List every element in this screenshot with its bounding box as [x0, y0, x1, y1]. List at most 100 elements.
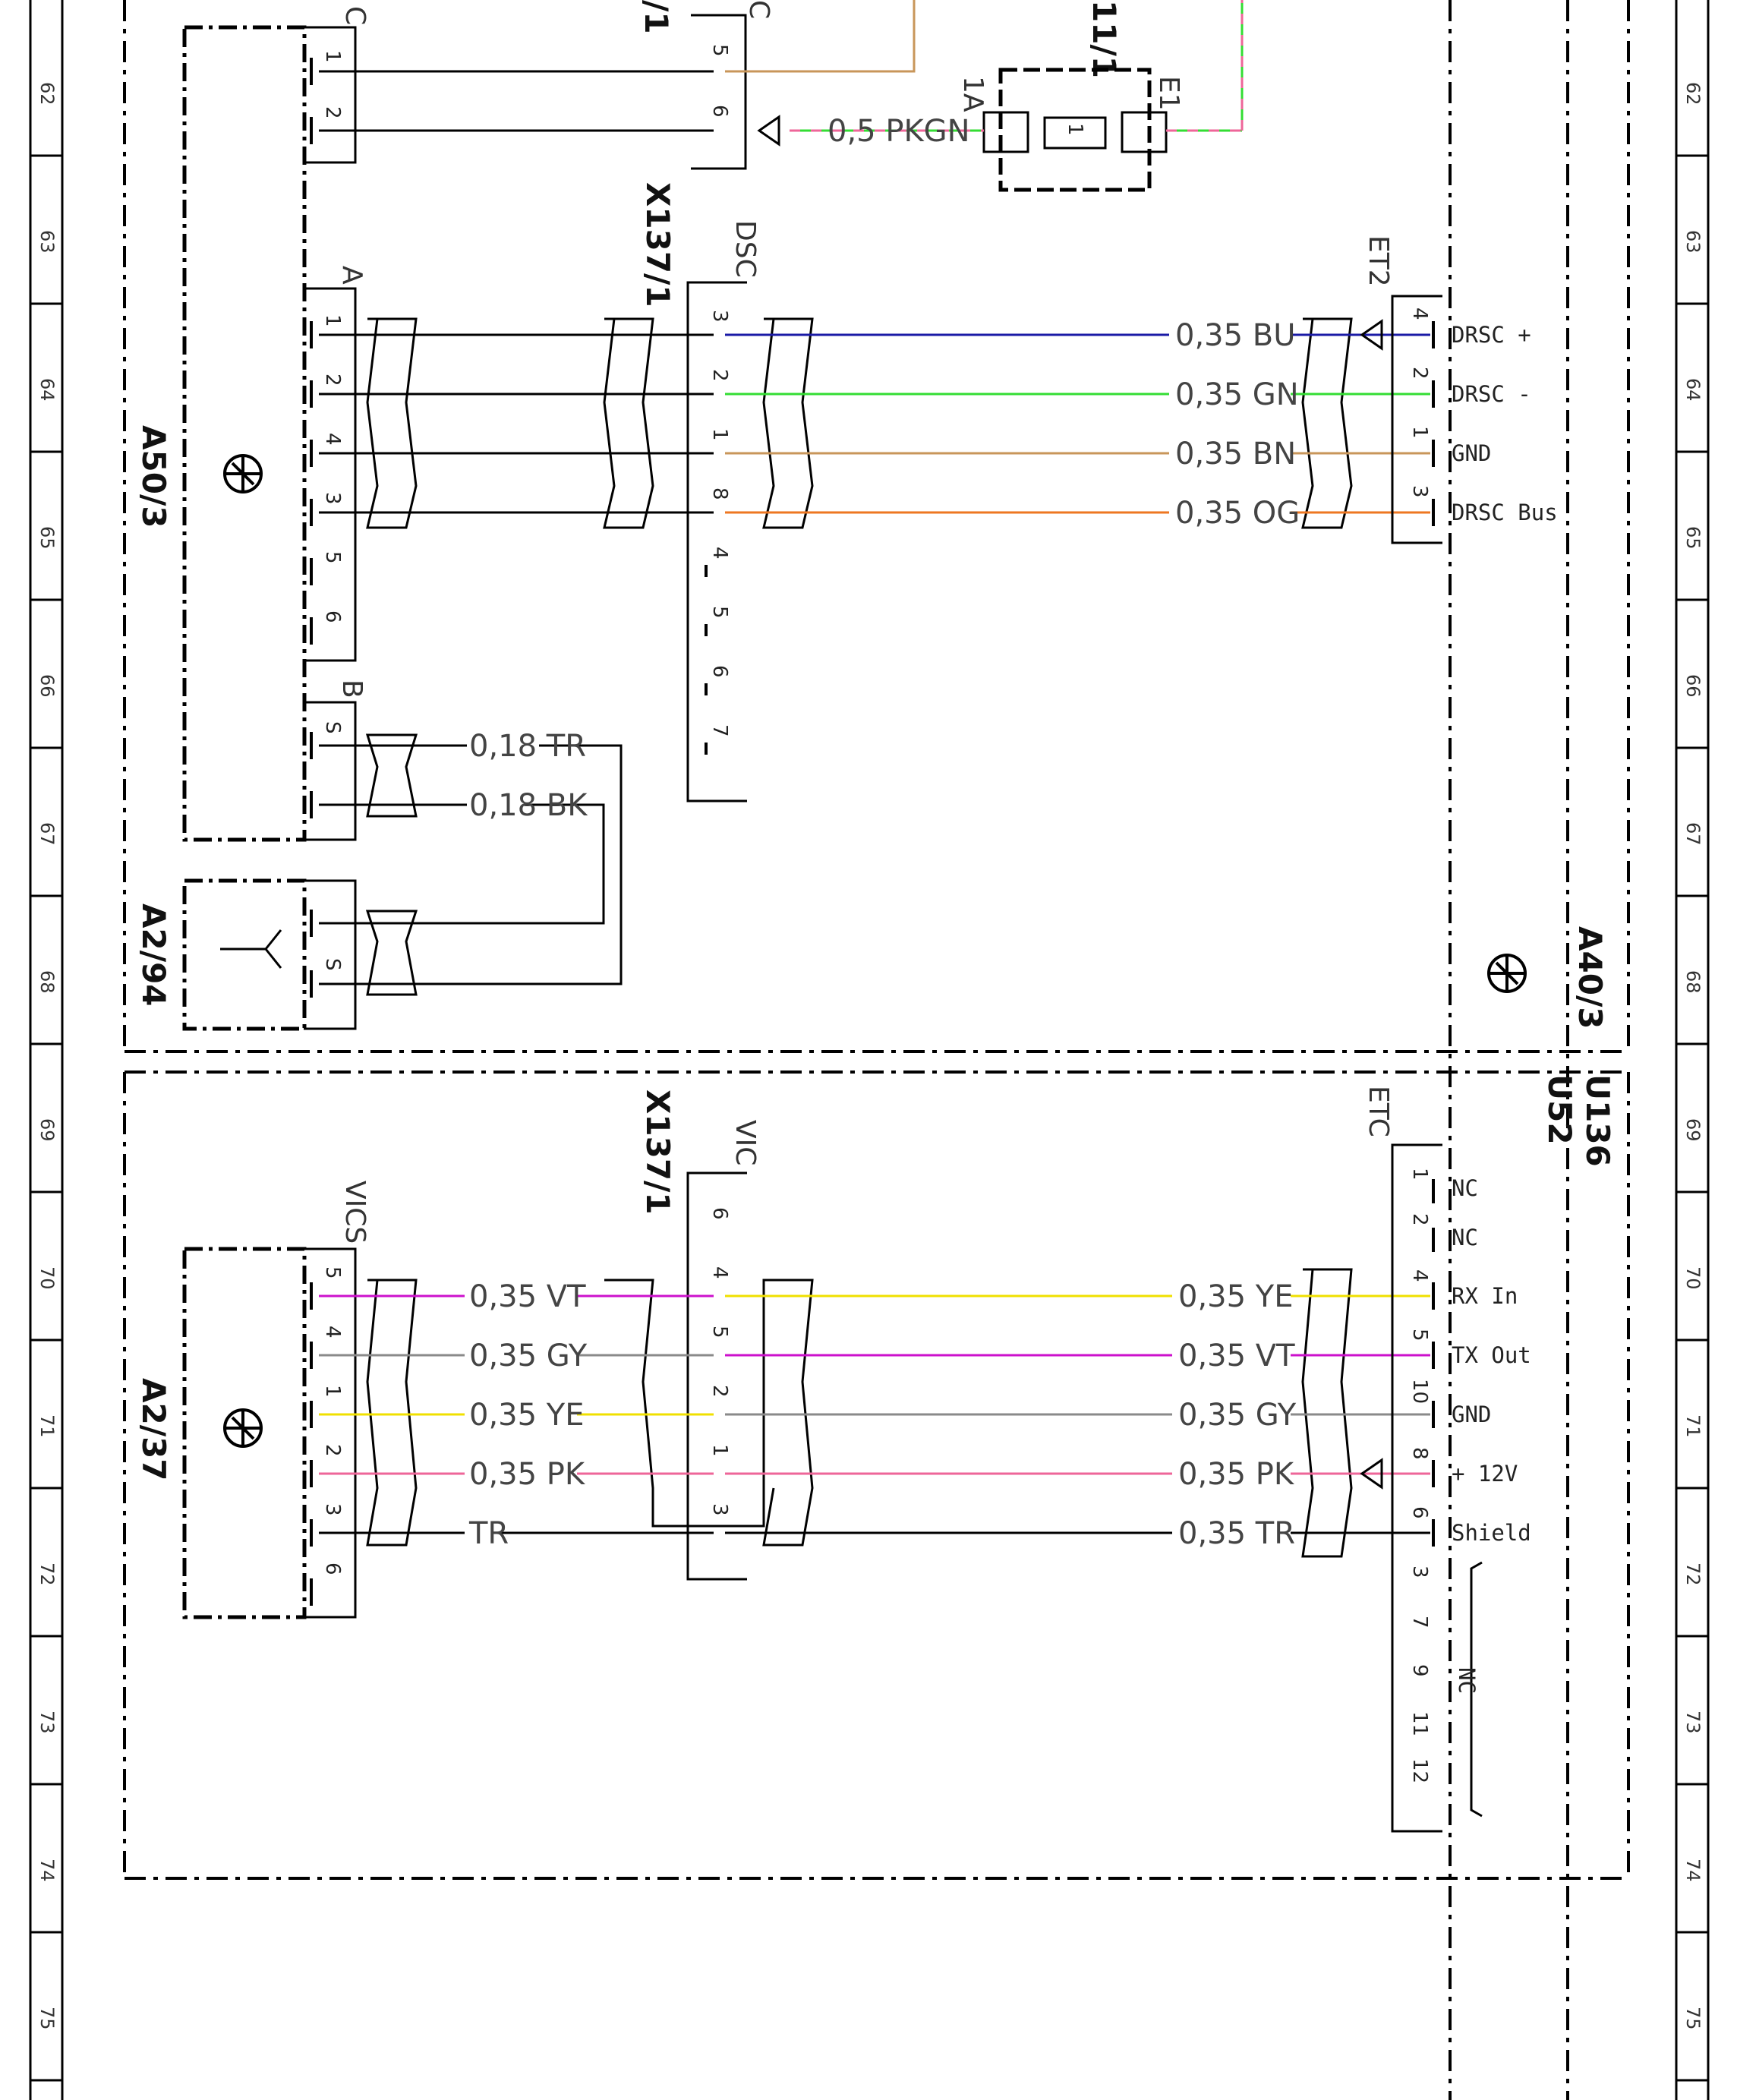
wire-label-vt-right: 0,35 VT	[1178, 1339, 1295, 1373]
wire-label-tr-right: 0,35 TR	[1178, 1516, 1295, 1551]
pin-label: 4	[1408, 307, 1431, 320]
pin-label: 1	[1408, 1168, 1431, 1181]
ruler-label: 64	[1682, 378, 1704, 402]
ruler-label: 71	[36, 1414, 58, 1438]
pin-label: 6	[1408, 1506, 1431, 1519]
pin-label: 7	[1408, 1616, 1431, 1629]
ruler-label: 72	[1682, 1562, 1704, 1586]
signal-nc-1: NC	[1452, 1175, 1478, 1201]
ruler-label: 68	[36, 970, 58, 994]
pin-label: 1	[1408, 426, 1431, 439]
connector-et2: ET2 4 2 1 3	[1363, 235, 1442, 544]
a50-box	[182, 25, 307, 842]
transistor-icon	[223, 1408, 263, 1448]
ruler-label: 63	[36, 230, 58, 254]
fuse-body-label: 1	[1064, 123, 1086, 136]
twist-markers-bottom	[366, 1268, 1353, 1558]
pin-label: S	[321, 721, 344, 734]
pin-label: 4	[708, 1266, 731, 1279]
wire-label-bk18: 0,18 BK	[469, 788, 588, 823]
transistor-icon	[223, 454, 263, 493]
a237-box	[182, 1247, 307, 1619]
pin-label: S	[321, 958, 344, 971]
wire-label-gn: 0,35 GN	[1175, 377, 1299, 412]
pin-label: 2	[321, 1444, 344, 1457]
signal-gnd-bottom: GND	[1452, 1402, 1491, 1427]
device-label-x137-top: X137/1	[639, 182, 676, 307]
fuse-pin-e1: E1	[1153, 76, 1184, 111]
right-ruler	[1675, 0, 1710, 2100]
pin-label: 6	[708, 665, 731, 678]
signal-drsc-plus: DRSC +	[1452, 322, 1531, 348]
wire-label-ye-right: 0,35 YE	[1178, 1279, 1293, 1314]
connector-label-vics: VICS	[339, 1181, 370, 1244]
device-label-u52: U52	[1541, 1074, 1578, 1145]
pin-label: 11	[1408, 1711, 1431, 1736]
ruler-label: 74	[36, 1859, 58, 1882]
ruler-label: 66	[36, 674, 58, 698]
a237-module[interactable]: A2/37	[135, 1247, 307, 1619]
pin-label: 1	[321, 50, 344, 63]
ruler-label: 72	[36, 1562, 58, 1586]
ruler-label: 73	[36, 1711, 58, 1734]
wire-label-gy-right: 0,35 GY	[1178, 1398, 1297, 1433]
pin-label: 6	[708, 105, 731, 118]
device-label-u136: U136	[1579, 1074, 1616, 1167]
device-label-a237: A2/37	[135, 1378, 172, 1481]
device-label-a40: A40/3	[1571, 926, 1609, 1030]
signal-tx-out: TX Out	[1452, 1342, 1531, 1368]
top-wires	[319, 0, 1244, 132]
ruler-label: 67	[1682, 822, 1704, 846]
wire-label-og: 0,35 OG	[1175, 496, 1300, 531]
connector-label-c: C	[339, 6, 370, 25]
connector-c: C 1 2	[304, 6, 370, 164]
pin-label: 10	[1408, 1379, 1431, 1404]
connector-label-top-c: C	[743, 0, 774, 19]
connector-label-vic: VIC	[730, 1120, 761, 1165]
signal-gnd-top: GND	[1452, 440, 1491, 466]
connector-label-a: A	[336, 266, 367, 285]
pin-label: 7	[708, 724, 731, 737]
signal-nc-2: NC	[1452, 1225, 1478, 1250]
pin-label: 8	[708, 487, 731, 500]
signal-rx-in: RX In	[1452, 1283, 1518, 1309]
pin-label: 1	[708, 428, 731, 441]
pin-label: 2	[708, 369, 731, 382]
connector-b: B S	[304, 680, 367, 841]
pin-label: 5	[321, 1266, 344, 1279]
fuse-pin-1a: 1A	[957, 76, 988, 112]
fuse-body	[1043, 116, 1107, 150]
ruler-label: 75	[36, 2007, 58, 2030]
bottom-wires	[319, 1294, 1430, 1534]
a50-module[interactable]: A50/3	[135, 25, 307, 842]
ruler-ticks	[30, 154, 1708, 2082]
ruler-label: 62	[1682, 82, 1704, 106]
pin-label: 1	[708, 1444, 731, 1457]
pin-label: 5	[1408, 1329, 1431, 1342]
connector-a: A 1 2 4 3 5 6	[304, 266, 367, 662]
arrow-icon	[757, 115, 780, 147]
wire-label-pk-right: 0,35 PK	[1178, 1457, 1295, 1492]
connector-etc: ETC 1 2 4 5 10 8 6 3 7 9 11 12	[1363, 1086, 1442, 1833]
wire-label-bu: 0,35 BU	[1175, 318, 1296, 353]
pin-label: 6	[708, 1207, 731, 1220]
device-label-partial: /1	[638, 0, 675, 34]
pin-label: 8	[1408, 1447, 1431, 1460]
pin-label: 3	[321, 492, 344, 505]
connector-vic: X137/1 VIC 6 4 5 2 1 3	[639, 1089, 761, 1581]
pin-label: 4	[1408, 1269, 1431, 1282]
device-label-a294: A2/94	[135, 903, 172, 1007]
ruler-labels-left: 62 63 64 65 66 67 68 69 70 71 72 73 74 7…	[36, 82, 58, 2030]
fuse-11-1[interactable]: 11/1 1 1A E1	[957, 0, 1184, 192]
wire-label-pk-left: 0,35 PK	[469, 1457, 586, 1492]
ruler-label: 68	[1682, 970, 1704, 994]
pin-label: 2	[708, 1385, 731, 1398]
ruler-label: 64	[36, 378, 58, 402]
ruler-label: 66	[1682, 674, 1704, 698]
pin-label: 3	[708, 310, 731, 323]
ruler-label: 73	[1682, 1711, 1704, 1734]
ruler-label: 69	[36, 1118, 58, 1142]
antenna-icon	[220, 929, 282, 969]
connector-label-etc: ETC	[1363, 1086, 1394, 1137]
a294-module[interactable]: A2/94 S	[135, 878, 357, 1031]
